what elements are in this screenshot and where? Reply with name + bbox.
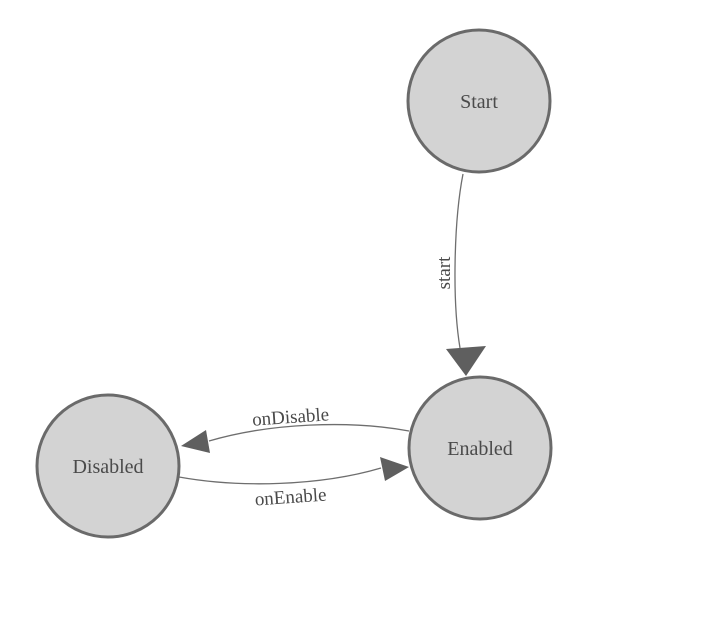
edge-start-to-enabled: start (434, 173, 486, 376)
state-circle (35, 393, 181, 539)
edge-label-onenable: onEnable (254, 485, 327, 511)
state-label: Enabled (447, 438, 513, 460)
edge-enabled-to-disabled: onDisable (181, 404, 410, 453)
state-node-start: Start (406, 28, 552, 174)
edge-label-start: start (434, 256, 455, 289)
edge-label-ondisable: onDisable (251, 404, 329, 430)
edge-line (178, 467, 382, 485)
state-node-enabled: Enabled (407, 375, 553, 521)
state-circle (406, 28, 552, 174)
arrowhead-right-icon (380, 457, 409, 481)
state-node-disabled: Disabled (35, 393, 181, 539)
arrowhead-left-icon (181, 430, 210, 453)
edge-line (208, 423, 410, 442)
edge-disabled-to-enabled: onEnable (178, 457, 409, 511)
edge-line (454, 173, 464, 349)
arrowhead-down-icon (446, 346, 486, 376)
state-label: Disabled (72, 456, 143, 478)
state-circle (407, 375, 553, 521)
state-label: Start (460, 91, 498, 113)
